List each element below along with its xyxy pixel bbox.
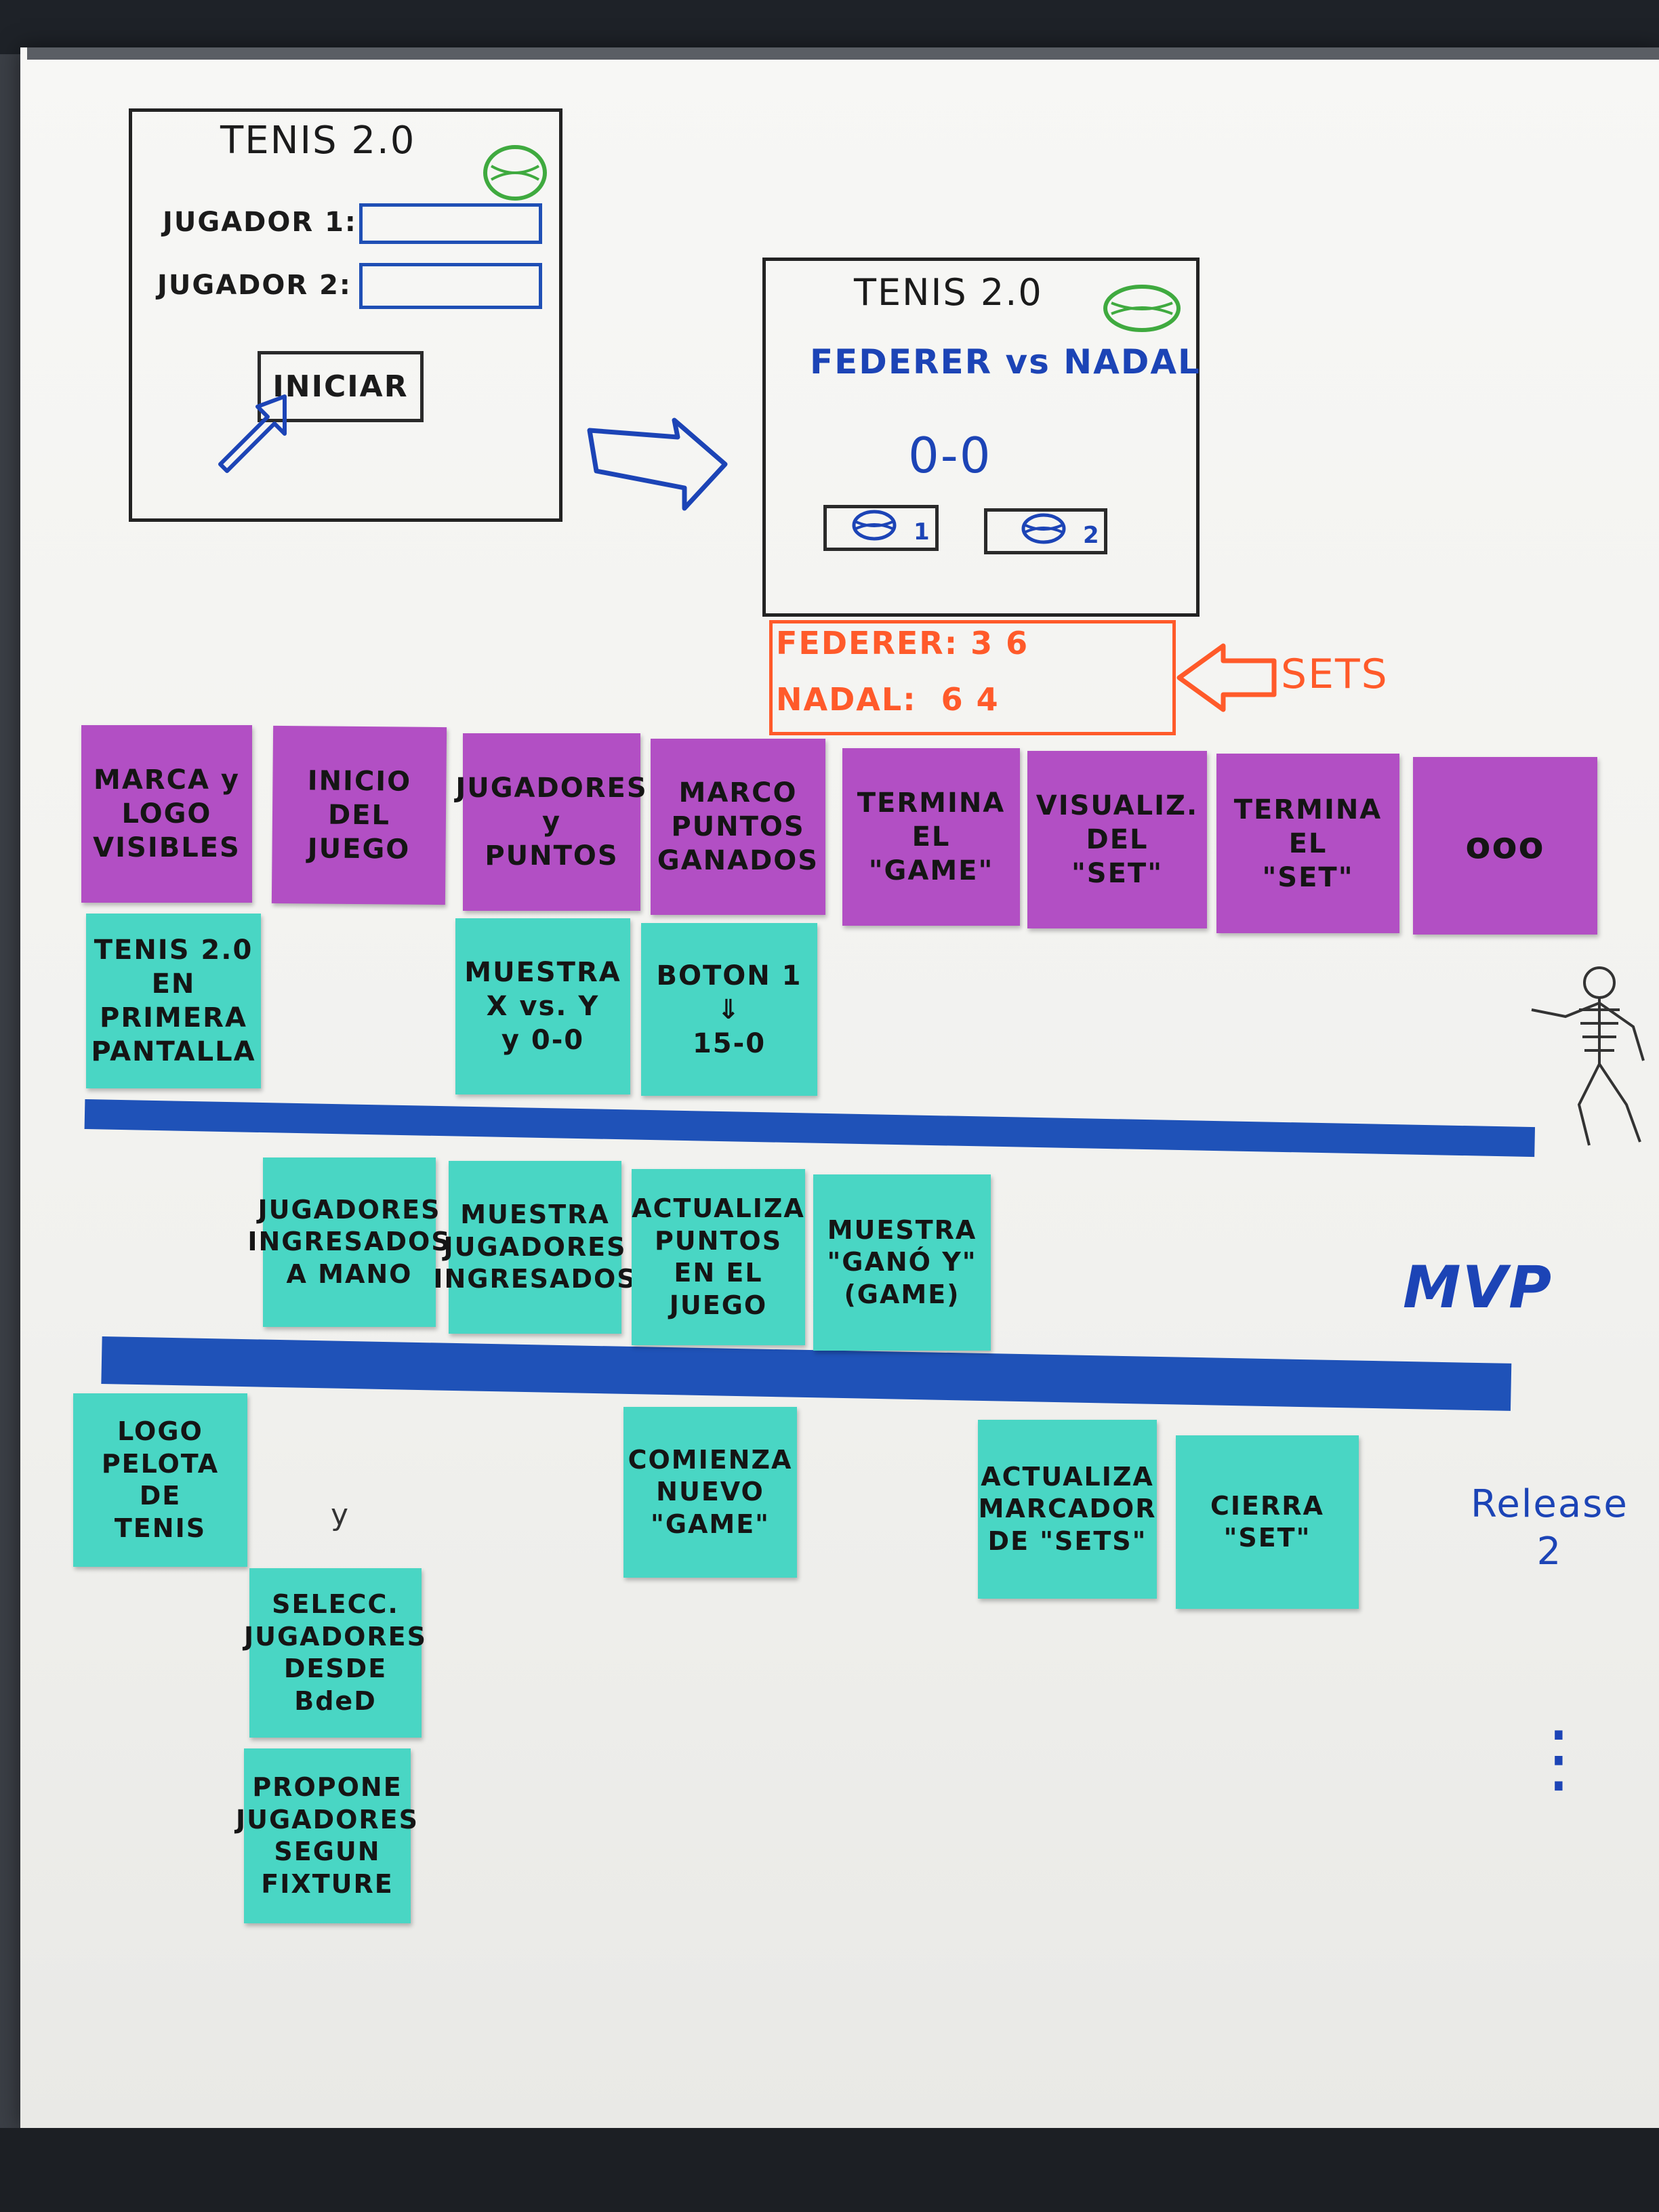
release2-note: SELECC. JUGADORES DESDE BdeD [244,1568,426,1738]
backbone-note: INICIO DEL JUEGO [271,725,447,905]
flow-arrow-icon [587,417,728,511]
mockup-login-frame [129,108,562,522]
release2-note: ACTUALIZA MARCADOR DE "SETS" [978,1420,1157,1599]
backbone-note: TERMINA EL "SET" [1216,754,1399,933]
walking-skeleton-note: MUESTRA X vs. Y y 0-0 [455,918,630,1094]
board-rail [0,0,1659,54]
backbone-note: JUGADORES y PUNTOS [455,733,647,911]
sets-row-federer: FEDERER: 3 6 [776,625,1029,661]
player1-label: JUGADOR 1: [163,207,357,238]
mockup-game-frame [762,258,1200,617]
skeleton-doodle-icon [1531,966,1645,1146]
release2-note: COMIENZA NUEVO "GAME" [623,1407,797,1578]
small-mark: y [331,1498,350,1532]
backbone-note: MARCA y LOGO VISIBLES [81,725,252,903]
player1-field[interactable] [359,203,542,244]
board-bottom-frame [0,2128,1659,2212]
point-button-1-index: 1 [914,518,931,546]
player2-label: JUGADOR 2: [157,270,352,301]
mvp-note: ACTUALIZA PUNTOS EN EL JUEGO [632,1169,805,1345]
point-button-2-index: 2 [1083,522,1101,549]
start-button[interactable]: INICIAR [258,351,424,422]
left-arrow-icon [1176,643,1277,712]
point-button-1[interactable] [823,505,939,551]
cursor-arrow-icon [218,394,287,473]
backbone-note: MARCO PUNTOS GANADOS [651,739,825,915]
mvp-note: MUESTRA "GANÓ Y" (GAME) [813,1174,991,1351]
sets-row-nadal: NADAL: 6 4 [776,681,1000,718]
tennis-ball-icon [852,510,897,541]
tennis-ball-icon [1021,513,1066,544]
board-rail-lip [27,47,1659,60]
mvp-note: JUGADORES INGRESADOS A MANO [247,1158,450,1327]
sets-label: SETS [1281,651,1389,698]
release2-label: Release 2 [1471,1482,1629,1574]
tennis-logo-small-icon [1103,285,1181,332]
walking-skeleton-note: TENIS 2.0 EN PRIMERA PANTALLA [86,914,261,1088]
point-button-2[interactable] [984,508,1107,554]
board-edge [0,54,20,2128]
more-dots-text: ⋮ [1521,1715,1597,1801]
mvp-label: MVP [1403,1254,1553,1322]
release2-note: LOGO PELOTA DE TENIS [73,1393,247,1567]
backbone-note: TERMINA EL "GAME" [842,748,1020,926]
matchup-text: FEDERER vs NADAL [810,342,1201,382]
release2-note: CIERRA "SET" [1176,1435,1359,1609]
tennis-logo-icon [483,145,547,201]
more-activities-note: ooo [1413,757,1597,935]
release2-note: PROPONE JUGADORES SEGUN FIXTURE [236,1748,417,1923]
walking-skeleton-note: BOTON 1 ⇓ 15-0 [641,923,817,1096]
score-display: 0-0 [908,427,992,484]
sets-box [769,620,1176,735]
mvp-note: MUESTRA JUGADORES INGRESADOS [433,1161,636,1334]
mockup-game-title: TENIS 2.0 [854,271,1043,314]
player2-field[interactable] [359,263,542,309]
backbone-note: VISUALIZ. DEL "SET" [1027,751,1207,928]
mockup-login-title: TENIS 2.0 [220,119,416,163]
